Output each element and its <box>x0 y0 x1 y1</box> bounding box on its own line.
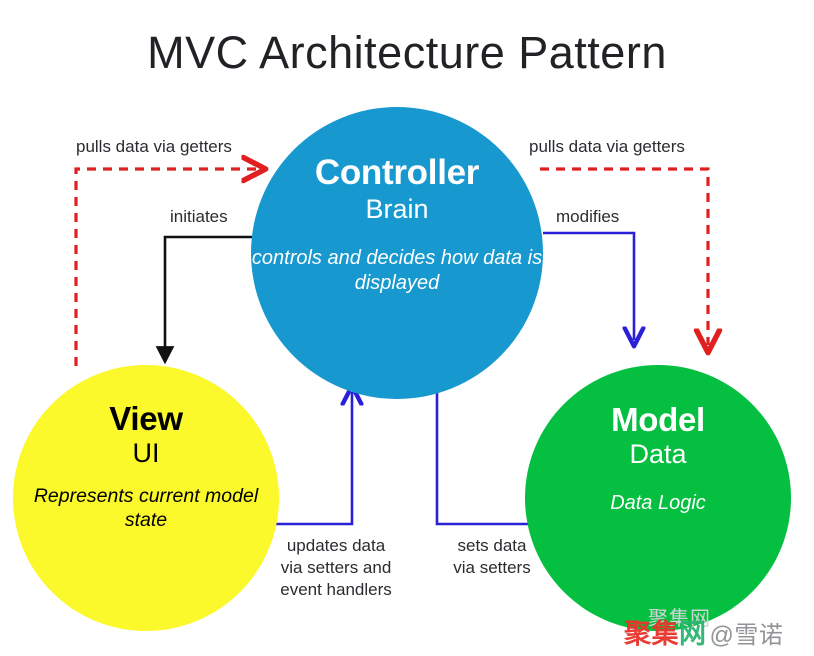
watermark: 聚集 网 @雪诺 <box>624 612 783 651</box>
page-title: MVC Architecture Pattern <box>147 27 667 78</box>
edge-label-pulls-data-right: pulls data via getters <box>529 137 685 156</box>
edge-pulls-data-left <box>74 169 258 366</box>
node-controller[interactable]: Controller Brain controls and decides ho… <box>251 107 543 399</box>
edge-label-updates-data: updates data via setters and event handl… <box>280 536 392 599</box>
node-model-description: Data Logic <box>610 492 706 515</box>
node-controller-description: controls and decides how data is display… <box>251 247 543 294</box>
edge-label-initiates: initiates <box>170 207 228 226</box>
watermark-ghost-text: 聚集网 <box>648 608 711 630</box>
node-view-subtitle: UI <box>132 437 160 468</box>
edge-modifies <box>543 231 634 340</box>
edge-label-modifies: modifies <box>556 207 620 226</box>
edge-sets-data <box>435 381 544 524</box>
watermark-part-a: 聚集 <box>624 619 679 649</box>
node-model-title: Model <box>611 401 705 438</box>
edge-pulls-data-right <box>540 167 708 345</box>
node-view[interactable]: View UI Represents current model state <box>13 365 279 631</box>
edge-updates-data <box>253 392 352 526</box>
node-controller-title: Controller <box>314 153 480 192</box>
node-view-title: View <box>109 400 183 437</box>
node-model[interactable]: Model Data Data Logic <box>525 365 791 631</box>
watermark-part-b: 网 <box>679 619 707 649</box>
edge-initiates <box>155 235 258 365</box>
node-view-description: Represents current model state <box>33 485 259 532</box>
node-model-subtitle: Data <box>629 438 687 469</box>
edge-label-pulls-data-left: pulls data via getters <box>76 137 232 156</box>
node-controller-subtitle: Brain <box>365 193 429 224</box>
watermark-handle: @雪诺 <box>709 622 784 649</box>
edge-label-sets-data: sets data via setters <box>453 536 531 577</box>
